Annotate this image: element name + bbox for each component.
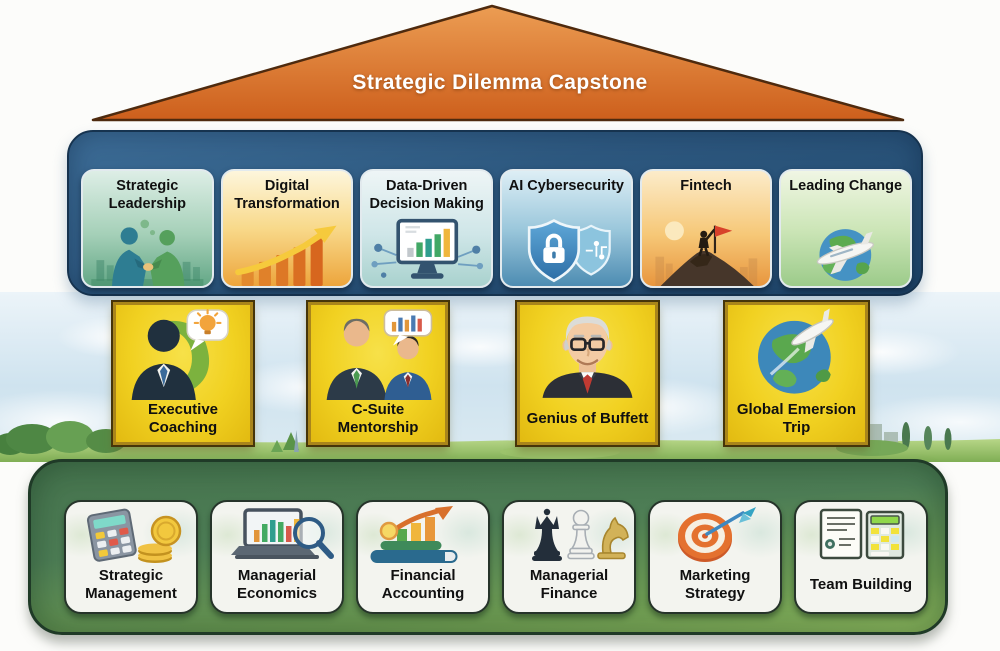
- mentors-dialogue-icon: [326, 309, 433, 400]
- card-team-building: Team Building: [794, 500, 928, 614]
- calculator-coins-icon: [86, 508, 182, 563]
- card-managerial-economics: Managerial Economics: [210, 500, 344, 614]
- card-digital-transformation: Digital Transformation: [220, 169, 354, 288]
- roof-title: Strategic Dilemma Capstone: [352, 71, 648, 94]
- card-label: Digital Transformation: [234, 178, 340, 212]
- card-label: Genius of Buffett: [526, 409, 649, 427]
- summit-flag-icon: [655, 221, 757, 286]
- books-growth-icon: [370, 506, 458, 563]
- chess-pieces-icon: [532, 508, 629, 561]
- card-label: Leading Change: [789, 178, 903, 194]
- shield-lock-icon: [527, 219, 611, 283]
- laptop-analytics-icon: [231, 508, 334, 559]
- card-label: Fintech: [680, 178, 732, 194]
- card-marketing-strategy: Marketing Strategy: [648, 500, 782, 614]
- card-label: Strategic Leadership: [108, 178, 187, 212]
- document-calculator-icon: [819, 508, 905, 560]
- card-leading-change: Leading Change: [779, 169, 913, 288]
- card-label: Managerial Finance: [529, 567, 609, 602]
- card-ai-cybersecurity: AI Cybersecurity: [500, 169, 633, 288]
- card-label: Executive Coaching: [147, 400, 219, 436]
- target-dart-icon: [678, 507, 756, 562]
- monitor-chart-icon: [371, 218, 484, 279]
- buffett-portrait-icon: [542, 316, 633, 398]
- card-label: AI Cybersecurity: [508, 178, 624, 194]
- card-executive-coaching: Executive Coaching: [111, 300, 255, 447]
- globe-plane-icon: [817, 229, 875, 281]
- card-data-driven-decision-making: Data-Driven Decision Making: [360, 169, 494, 288]
- card-c-suite-mentorship: C-Suite Mentorship: [306, 300, 450, 447]
- card-genius-of-buffett: Genius of Buffett: [515, 300, 660, 447]
- card-label: Team Building: [809, 576, 913, 594]
- card-label: Global Emersion Trip: [736, 400, 857, 436]
- card-fintech: Fintech: [639, 169, 773, 288]
- card-label: C-Suite Mentorship: [337, 400, 419, 436]
- coach-silhouette-icon: [131, 309, 229, 400]
- electives-band: Strategic Leadership Digital Transformat…: [67, 130, 923, 296]
- card-managerial-finance: Managerial Finance: [502, 500, 636, 614]
- card-label: Managerial Economics: [236, 567, 318, 602]
- card-global-emersion-trip: Global Emersion Trip: [723, 300, 870, 447]
- card-strategic-leadership: Strategic Leadership: [81, 169, 214, 288]
- handshake-icon: [91, 219, 204, 286]
- card-label: Data-Driven Decision Making: [369, 178, 484, 212]
- card-label: Marketing Strategy: [679, 567, 751, 602]
- foundation-band: Strategic Management Managerial Economic…: [28, 459, 948, 635]
- card-label: Financial Accounting: [381, 567, 465, 602]
- card-strategic-management: Strategic Management: [64, 500, 198, 614]
- growth-arrow-icon: [234, 225, 337, 286]
- globe-airplane-icon: [757, 308, 834, 394]
- card-label: Strategic Management: [85, 567, 177, 602]
- card-financial-accounting: Financial Accounting: [356, 500, 490, 614]
- roof-triangle: [91, 4, 905, 122]
